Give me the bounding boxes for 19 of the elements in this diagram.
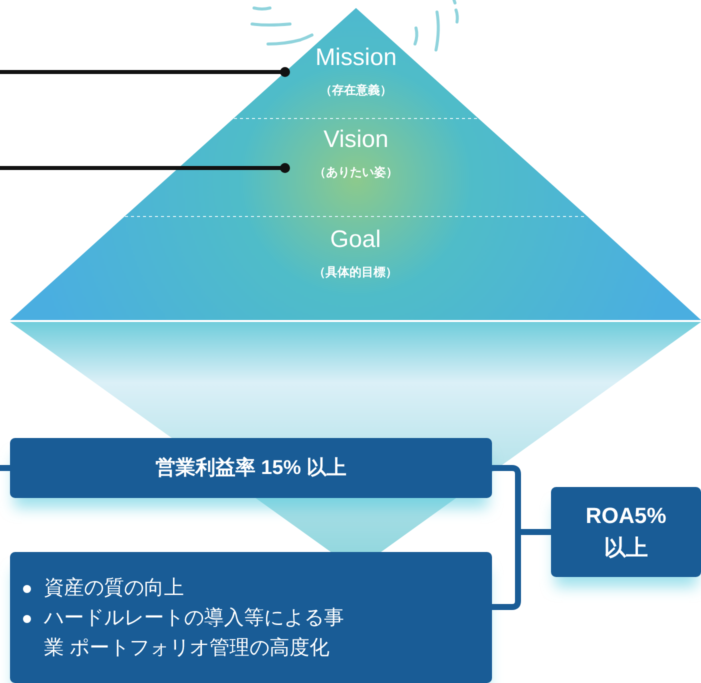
- leader-line: [0, 163, 290, 173]
- tier-title: Goal: [329, 227, 382, 253]
- pyramid-tier: [10, 216, 701, 320]
- tier-title: Mission: [314, 45, 398, 71]
- pyramid-tier: [125, 118, 587, 216]
- tier-subtitle: （存在意義）: [319, 83, 393, 97]
- target-text: ROA5% 以上: [584, 502, 668, 562]
- leader-line: [0, 67, 290, 77]
- bullet-item: 資産の質の向上: [10, 572, 344, 602]
- bullet-item: ハードルレートの導入等による事業 ポートフォリオ管理の高度化: [10, 602, 344, 662]
- bullet-list-box: [10, 552, 492, 683]
- connector-line: [0, 465, 10, 471]
- target-text: 営業利益率 15% 以上: [154, 456, 348, 481]
- tier-title: Vision: [322, 127, 390, 153]
- pyramid-tier: [234, 8, 478, 118]
- tier-subtitle: （具体的目標）: [312, 265, 398, 279]
- target-box: [551, 487, 701, 577]
- tier-subtitle: （ありたい姿）: [313, 165, 399, 179]
- target-box: [10, 438, 492, 498]
